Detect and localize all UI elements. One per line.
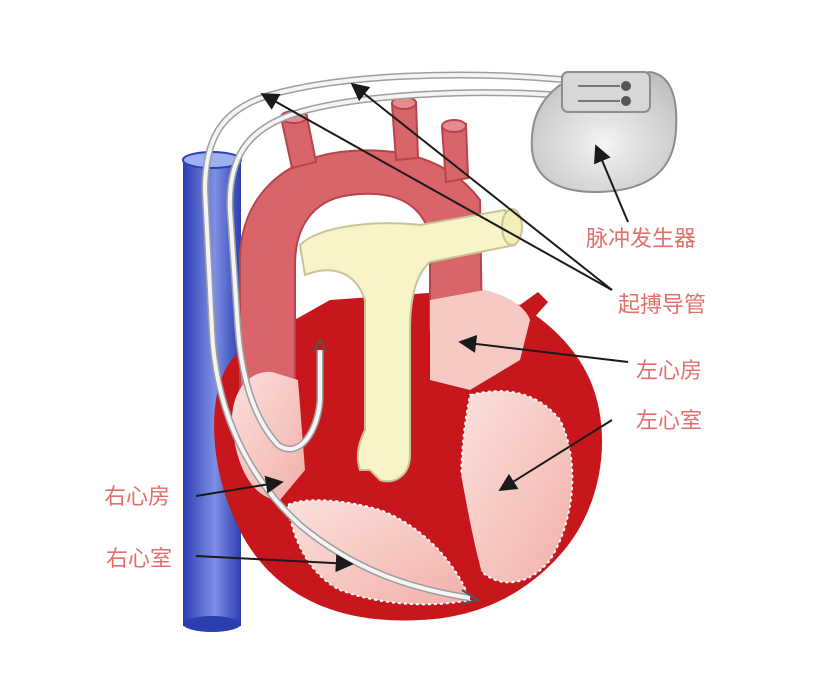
septum (420, 420, 490, 600)
label-pacing-lead: 起搏导管 (618, 293, 706, 318)
left-atrium-chamber (430, 290, 530, 390)
leader-arrows (195, 82, 629, 573)
label-left-atrium: 左心房 (636, 359, 702, 384)
label-right-ventricle: 右心室 (106, 547, 172, 572)
right-ventricle-chamber (286, 499, 472, 606)
pulmonary-vein (520, 292, 548, 320)
aorta (239, 149, 484, 451)
label-pulse-generator: 脉冲发生器 (586, 227, 696, 252)
pulmonary-artery (298, 208, 517, 483)
pulse-generator (530, 70, 678, 194)
label-right-atrium: 右心房 (104, 485, 170, 510)
label-left-ventricle: 左心室 (636, 409, 702, 434)
